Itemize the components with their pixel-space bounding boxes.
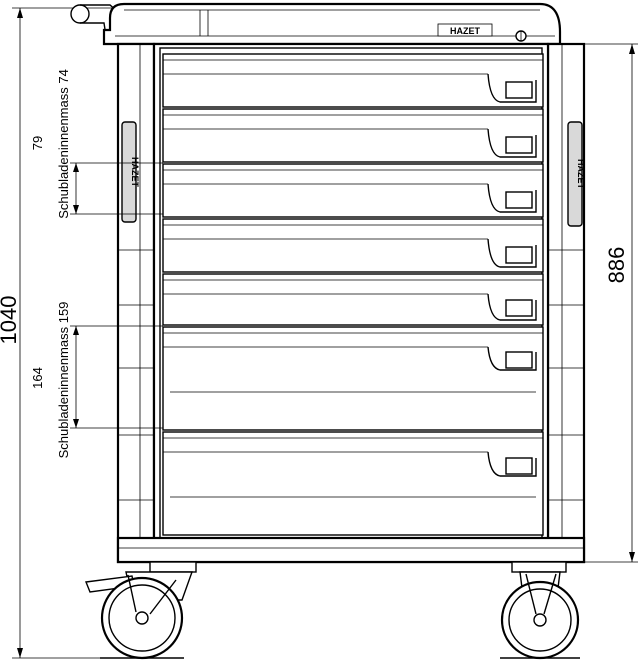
trolley-top: HAZET	[70, 2, 562, 46]
left-castor-wheel	[85, 561, 197, 660]
drawer-3	[162, 163, 544, 218]
right-side-post: HAZET	[546, 42, 586, 564]
body-height-dimension: 886	[560, 43, 638, 563]
total-height-dimension: 1040	[0, 7, 120, 659]
large-drawer-dimension: 164 Schubladeninnenmass 159	[30, 302, 163, 459]
small-drawer-inner-label: Schubladeninnenmass 74	[56, 69, 71, 219]
left-side-logo-text: HAZET	[130, 157, 140, 187]
small-drawer-dimension: 79 Schubladeninnenmass 74	[30, 69, 163, 219]
large-drawer-outer-label: 164	[30, 367, 45, 389]
large-drawer-inner-label: Schubladeninnenmass 159	[56, 302, 71, 459]
left-side-post: HAZET	[116, 42, 156, 564]
drawer-4	[162, 218, 544, 273]
right-side-logo-text: HAZET	[576, 159, 586, 189]
drawer-5	[162, 273, 544, 326]
drawer-2	[162, 108, 544, 163]
total-height-label: 1040	[0, 296, 21, 345]
right-castor-wheel	[500, 561, 580, 660]
drawer-6	[162, 326, 544, 431]
top-logo-text: HAZET	[450, 26, 480, 36]
small-drawer-outer-label: 79	[30, 136, 45, 150]
body-height-label: 886	[604, 247, 629, 284]
trolley-base	[116, 536, 586, 564]
drawer-1	[162, 53, 544, 108]
drawer-7	[162, 431, 544, 536]
